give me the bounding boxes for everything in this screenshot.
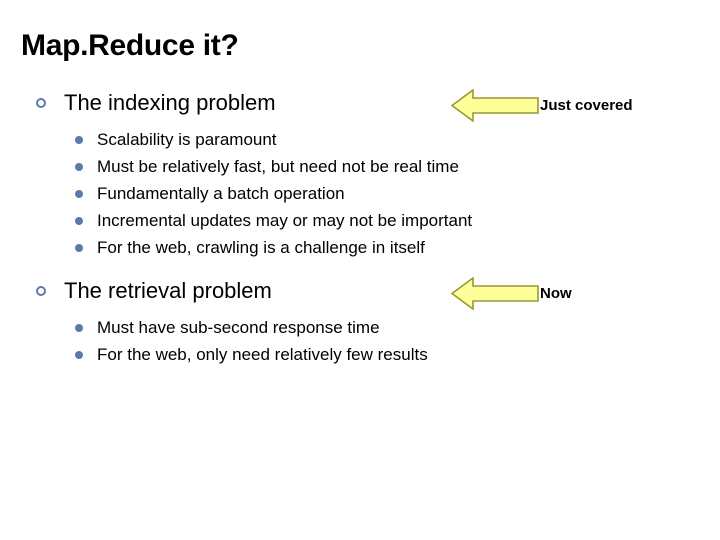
hollow-circle-bullet-icon xyxy=(36,97,46,108)
list-item[interactable]: For the web, crawling is a challenge in … xyxy=(0,234,720,261)
outline-sublist-indexing: Scalability is paramount Must be relativ… xyxy=(0,126,720,261)
dot-bullet-icon xyxy=(75,189,83,198)
list-item[interactable]: Must have sub-second response time xyxy=(0,314,720,341)
callout-label: Now xyxy=(540,284,572,302)
list-item[interactable]: Scalability is paramount xyxy=(0,126,720,153)
hollow-circle-bullet-icon xyxy=(36,285,46,296)
list-item-label: Incremental updates may or may not be im… xyxy=(97,211,473,230)
list-item-label: For the web, crawling is a challenge in … xyxy=(97,238,425,257)
outline-sublist-retrieval: Must have sub-second response time For t… xyxy=(0,314,720,368)
outline-heading-retrieval[interactable]: The retrieval problem xyxy=(0,272,720,309)
page-title: Map.Reduce it? xyxy=(21,29,239,62)
left-arrow-icon xyxy=(451,277,539,310)
slide-body-outline: The indexing problem Scalability is para… xyxy=(0,84,720,368)
list-item-label: For the web, only need relatively few re… xyxy=(97,345,428,364)
outline-heading-label: The retrieval problem xyxy=(64,277,272,303)
dot-bullet-icon xyxy=(75,323,83,332)
spacer xyxy=(0,261,720,272)
list-item[interactable]: For the web, only need relatively few re… xyxy=(0,341,720,368)
outline-heading-indexing[interactable]: The indexing problem xyxy=(0,84,720,121)
dot-bullet-icon xyxy=(75,216,83,225)
list-item[interactable]: Incremental updates may or may not be im… xyxy=(0,207,720,234)
list-item-label: Scalability is paramount xyxy=(97,130,277,149)
dot-bullet-icon xyxy=(75,350,83,359)
list-item-label: Must be relatively fast, but need not be… xyxy=(97,157,459,176)
callout-label: Just covered xyxy=(540,96,633,114)
callout-just-covered[interactable]: Just covered xyxy=(451,89,633,122)
list-item[interactable]: Must be relatively fast, but need not be… xyxy=(0,153,720,180)
outline-heading-label: The indexing problem xyxy=(64,89,276,115)
spacer xyxy=(0,309,720,313)
dot-bullet-icon xyxy=(75,162,83,171)
dot-bullet-icon xyxy=(75,243,83,252)
left-arrow-icon xyxy=(451,89,539,122)
list-item-label: Fundamentally a batch operation xyxy=(97,184,345,203)
callout-now[interactable]: Now xyxy=(451,277,572,310)
dot-bullet-icon xyxy=(75,135,83,144)
list-item-label: Must have sub-second response time xyxy=(97,318,380,337)
list-item[interactable]: Fundamentally a batch operation xyxy=(0,180,720,207)
